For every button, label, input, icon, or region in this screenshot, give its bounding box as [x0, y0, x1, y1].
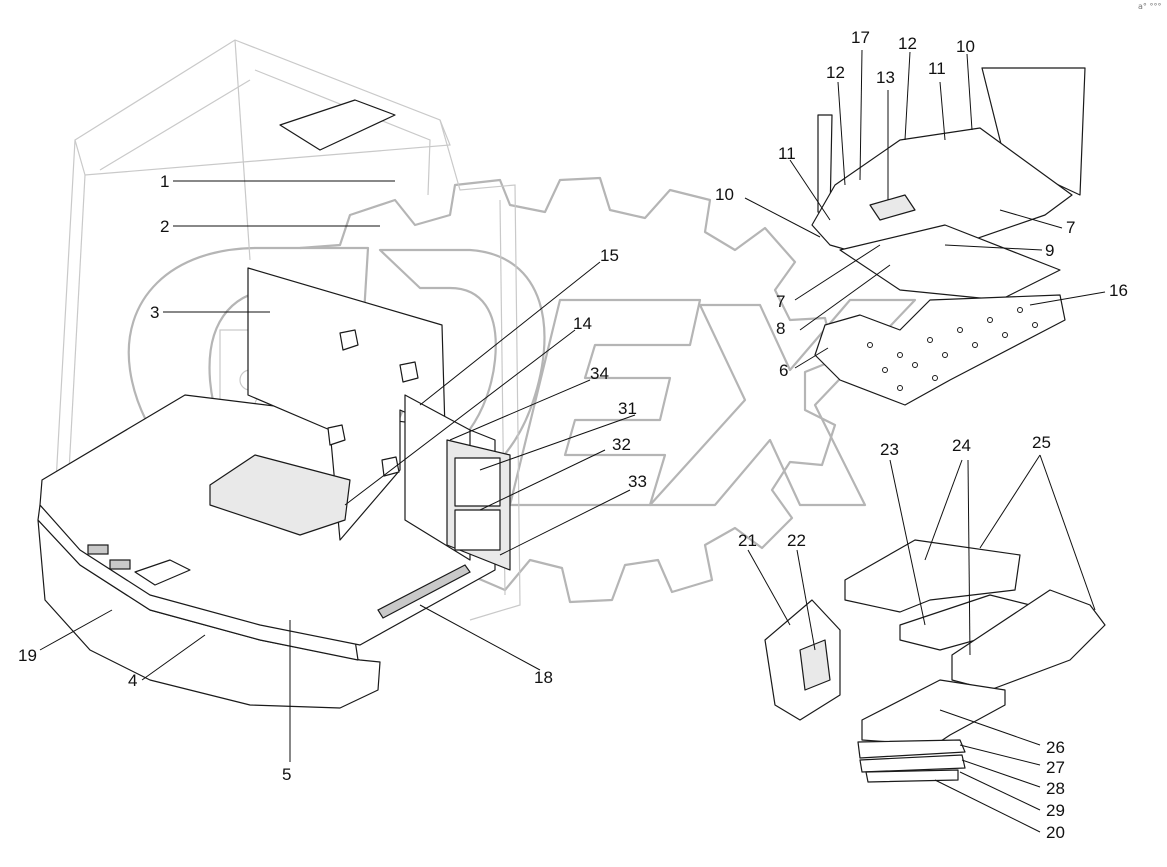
front-hatch: [134, 559, 191, 586]
floor-base-assembly: [37, 99, 511, 709]
floor-insert-13: [869, 194, 916, 221]
callout-28: 28: [1046, 779, 1065, 798]
callout-15: 15: [600, 246, 619, 265]
stack-28: [859, 754, 966, 773]
stack-26: [861, 679, 1006, 746]
callout-29: 29: [1046, 801, 1065, 820]
insulation-kit: [764, 539, 1106, 783]
callout-12b: 12: [898, 34, 917, 53]
callout-labels: 1 2 3 4 5 6 7 7 8 9 10 10 11 11 12 12 13…: [18, 28, 1128, 842]
front-slot-2: [109, 559, 131, 570]
callout-22: 22: [787, 531, 806, 550]
callout-20: 20: [1046, 823, 1065, 842]
callout-26: 26: [1046, 738, 1065, 757]
bracket-a: [339, 329, 359, 351]
callout-31: 31: [618, 399, 637, 418]
callout-19: 19: [18, 646, 37, 665]
mat-25-right: [951, 589, 1106, 691]
callout-11a: 11: [778, 144, 796, 163]
cab-rear-frame: [981, 67, 1086, 196]
callout-17: 17: [851, 28, 870, 47]
bracket-b: [399, 361, 419, 383]
callout-6: 6: [779, 361, 788, 380]
floor-plate-holes: [867, 307, 1038, 391]
boot-22: [799, 639, 831, 691]
floor-mat-9: [839, 224, 1061, 301]
stack-27: [857, 739, 966, 759]
bracket-c: [327, 424, 346, 446]
callout-4: 4: [128, 671, 137, 690]
callout-1: 1: [160, 172, 169, 191]
callout-5: 5: [282, 765, 291, 784]
door-window-lower: [454, 509, 501, 551]
pedal-opening: [209, 454, 351, 536]
callout-18: 18: [534, 668, 553, 687]
callout-25: 25: [1032, 433, 1051, 452]
upper-mount-plate: [279, 99, 396, 151]
callout-3: 3: [150, 303, 159, 322]
leader-lines: [39, 49, 1106, 833]
bracket-d: [381, 456, 400, 477]
front-slot-1: [87, 544, 109, 555]
cab-floor-assembly-right: [811, 67, 1086, 406]
callout-9: 9: [1045, 241, 1054, 260]
stack-29: [865, 769, 959, 783]
callout-2: 2: [160, 217, 169, 236]
floor-plate-16: [814, 294, 1066, 406]
callout-23: 23: [880, 440, 899, 459]
callout-7b: 7: [1066, 218, 1075, 237]
callout-14: 14: [573, 314, 592, 333]
callout-8: 8: [776, 319, 785, 338]
mat-23: [844, 539, 1021, 613]
callout-13: 13: [876, 68, 895, 87]
callout-10b: 10: [956, 37, 975, 56]
callout-11b: 11: [928, 59, 946, 78]
callout-33: 33: [628, 472, 647, 491]
callout-12a: 12: [826, 63, 845, 82]
callout-27: 27: [1046, 758, 1065, 777]
watermark-letter-x: [648, 298, 917, 507]
corner-mark: a° °°°: [1138, 2, 1161, 11]
callout-21: 21: [738, 531, 757, 550]
callout-34: 34: [590, 364, 609, 383]
seat-rail: [377, 564, 471, 619]
callout-24: 24: [952, 436, 971, 455]
callout-7a: 7: [776, 292, 785, 311]
callout-10a: 10: [715, 185, 734, 204]
callout-32: 32: [612, 435, 631, 454]
callout-16: 16: [1109, 281, 1128, 300]
